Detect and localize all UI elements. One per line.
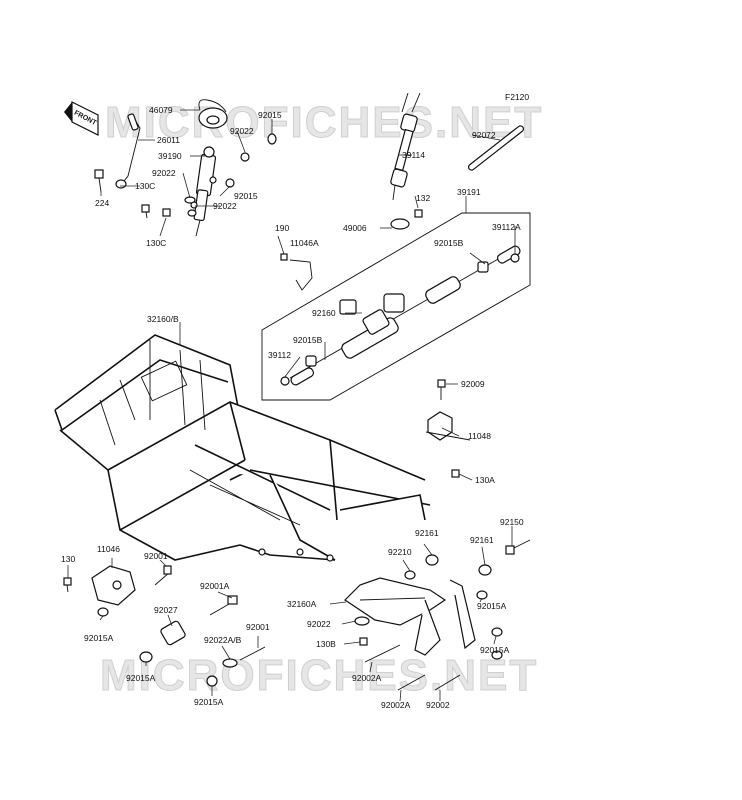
callout-label: 92015A xyxy=(84,633,114,643)
callout-labels: 46079 26011 39190 92022 92015 92022 9201… xyxy=(61,105,524,710)
watermark-bottom: MICROFICHES.NET xyxy=(100,651,538,700)
callout-label: 26011 xyxy=(157,135,180,145)
watermark-top: MICROFICHES.NET xyxy=(105,98,543,147)
callout-label: 92002A xyxy=(352,673,382,683)
callout-label: 130C xyxy=(135,181,155,191)
callout-label: 39112A xyxy=(492,222,521,232)
callout-label: 32160/B xyxy=(147,314,179,324)
callout-label: 130C xyxy=(146,238,166,248)
callout-label: 190 xyxy=(275,223,289,233)
callout-label: 92001A xyxy=(200,581,230,591)
callout-label: 92002A xyxy=(381,700,411,710)
steering-shaft xyxy=(390,92,525,230)
mount-bracket-left xyxy=(63,565,266,687)
callout-label: 130 xyxy=(61,554,75,564)
callout-label: 92022 xyxy=(152,168,176,178)
callout-label: 11046A xyxy=(290,238,319,248)
bracket-11048 xyxy=(425,379,471,478)
callout-label: 92210 xyxy=(388,547,412,557)
steering-rack-frame xyxy=(261,212,531,401)
callout-label: 46079 xyxy=(149,105,173,115)
callout-label: 92002 xyxy=(426,700,450,710)
callout-label: 92022A/B xyxy=(204,635,242,645)
callout-label: 11046 xyxy=(97,544,120,554)
callout-label: 92150 xyxy=(500,517,524,527)
callout-label: 92015A xyxy=(194,697,224,707)
callout-label: 92022 xyxy=(307,619,331,629)
callout-label: 92022 xyxy=(213,201,237,211)
callout-label: 224 xyxy=(95,198,109,208)
callout-label: 92072 xyxy=(472,130,496,140)
callout-label: 92015 xyxy=(234,191,258,201)
callout-label: 92001 xyxy=(246,622,270,632)
callout-label: 132 xyxy=(416,193,430,203)
callout-label: 92015B xyxy=(293,335,323,345)
callout-label: 92015 xyxy=(258,110,282,120)
callout-label: 39114 xyxy=(402,150,425,160)
callout-label: 92015A xyxy=(126,673,156,683)
swing-arm xyxy=(344,539,531,691)
callout-label: 39112 xyxy=(268,350,291,360)
callout-label: 49006 xyxy=(343,223,367,233)
callout-label: 92161 xyxy=(470,535,494,545)
callout-label: 92161 xyxy=(415,528,439,538)
steering-rack xyxy=(280,245,521,386)
callout-label: 92027 xyxy=(154,605,178,615)
callout-label: 32160A xyxy=(287,599,317,609)
diagram-code: F2120 xyxy=(505,92,529,102)
callout-label: 92160 xyxy=(312,308,336,318)
front-arrow-icon: FRONT xyxy=(64,101,99,136)
callout-label: 92015B xyxy=(434,238,464,248)
callout-label: 92022 xyxy=(230,126,254,136)
callout-label: 39191 xyxy=(457,187,481,197)
main-frame xyxy=(54,334,431,562)
callout-label: 92015A xyxy=(480,645,510,655)
callout-label: 92009 xyxy=(461,379,485,389)
callout-label: 92015A xyxy=(477,601,507,611)
damper-assembly xyxy=(94,99,277,237)
callout-label: 130B xyxy=(316,639,336,649)
callout-label: 11048 xyxy=(468,431,491,441)
callout-label: 92001 xyxy=(144,551,168,561)
leader-lines xyxy=(67,109,516,702)
callout-label: 130A xyxy=(475,475,495,485)
callout-label: 39190 xyxy=(158,151,182,161)
